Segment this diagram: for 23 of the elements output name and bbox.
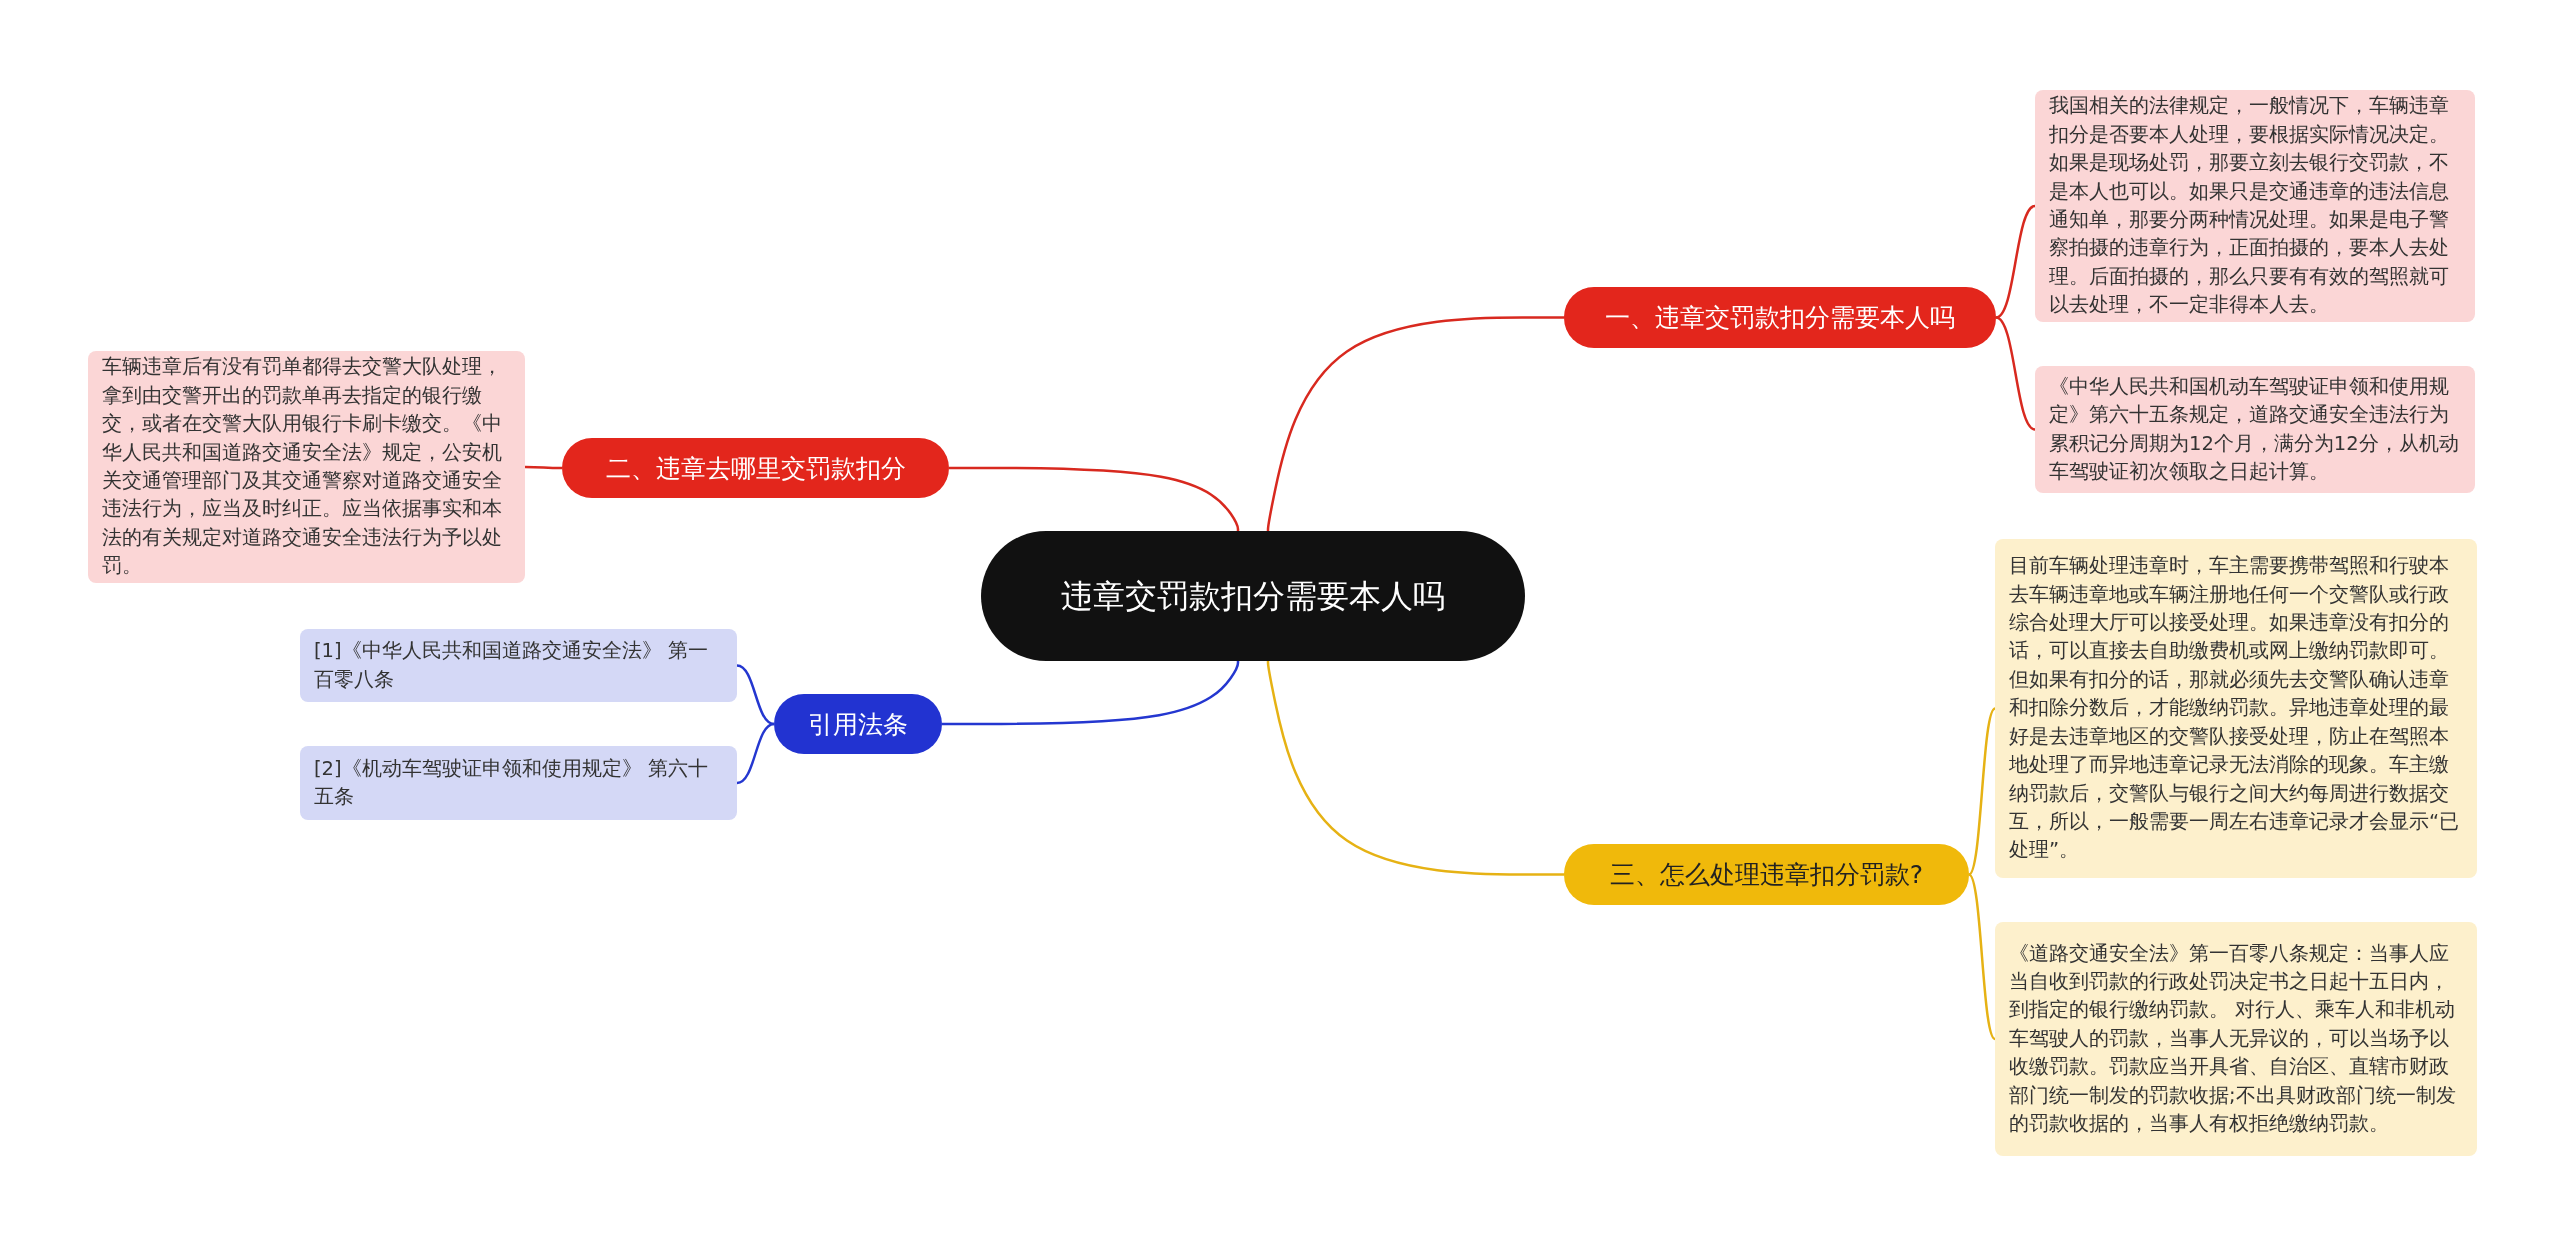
connector-line — [949, 466, 1240, 532]
branch-topic: 引用法条 — [774, 694, 942, 754]
note-card: 目前车辆处理违章时，车主需要携带驾照和行驶本去车辆违章地或车辆注册地任何一个交警队或行政综合处理大厅可以接受处理。如果违章没有扣分的话，可以直接去自助缴费机或网上缴纳罚款即可。但如果有扣分的话，那就必须先去交警队确认违章和扣除分数后，才能缴纳罚款。异地违章处理的最好是去违章地区的交警队接受处理，防止在驾照本地处理了而异地违章记录无法消除的现象。车主缴纳罚款后，交警队与银行之间大约每周进行数据交互，所以，一般需要一周左右违章记录才会显示“已处理”。 — [1995, 539, 2477, 878]
connector-line — [1968, 707, 1996, 876]
note-card: [2]《机动车驾驶证申领和使用规定》 第六十五条 — [300, 746, 737, 820]
note-card: 《道路交通安全法》第一百零八条规定：当事人应当自收到罚款的行政处罚决定书之日起十五日内，到指定的银行缴纳罚款。 对行人、乘车人和非机动车驾驶人的罚款，当事人无异议的，可以当场予以收缴罚款。罚款应当开具省、自治区、直辖市财政部门统一制发的罚款收据;不出具财政部门统一制发的罚款收据的，当事人有权拒绝缴纳罚款。 — [1995, 922, 2477, 1156]
branch-topic: 一、违章交罚款扣分需要本人吗 — [1564, 287, 1996, 348]
branch-topic: 三、怎么处理违章扣分罚款? — [1564, 844, 1969, 905]
note-card: 车辆违章后有没有罚单都得去交警大队处理，拿到由交警开出的罚款单再去指定的银行缴交，或者在交警大队用银行卡刷卡缴交。《中华人民共和国道路交通安全法》规定，公安机关交通管理部门及其交通警察对道路交通安全违法行为，应当及时纠正。应当依据事实和本法的有关规定对道路交通安全违法行为予以处罚。 — [88, 351, 525, 583]
note-card: [1]《中华人民共和国道路交通安全法》 第一百零八条 — [300, 629, 737, 702]
connector-line — [1968, 873, 1996, 1040]
connector-line — [736, 722, 775, 785]
connector-line — [1995, 204, 2036, 319]
connector-line — [942, 660, 1240, 726]
note-card: 我国相关的法律规定，一般情况下，车辆违章扣分是否要本人处理，要根据实际情况决定。如果是现场处罚，那要立刻去银行交罚款，不是本人也可以。如果只是交通违章的违法信息通知单，那要分两种情况处理。如果是电子警察拍摄的违章行为，正面拍摄的，要本人去处理。后面拍摄的，那么只要有有效的驾照就可以去处理，不一定非得本人去。 — [2035, 90, 2475, 322]
note-card: 《中华人民共和国机动车驾驶证申领和使用规定》第六十五条规定，道路交通安全违法行为累积记分周期为12个月，满分为12分，从机动车驾驶证初次领取之日起计算。 — [2035, 366, 2475, 493]
connector-line — [1266, 316, 1564, 532]
central-topic: 违章交罚款扣分需要本人吗 — [981, 531, 1525, 661]
branch-topic: 二、违章去哪里交罚款扣分 — [562, 438, 949, 498]
connector-line — [1995, 316, 2036, 431]
connector-line — [1266, 660, 1564, 876]
connector-line — [525, 465, 562, 470]
connector-line — [736, 664, 775, 726]
